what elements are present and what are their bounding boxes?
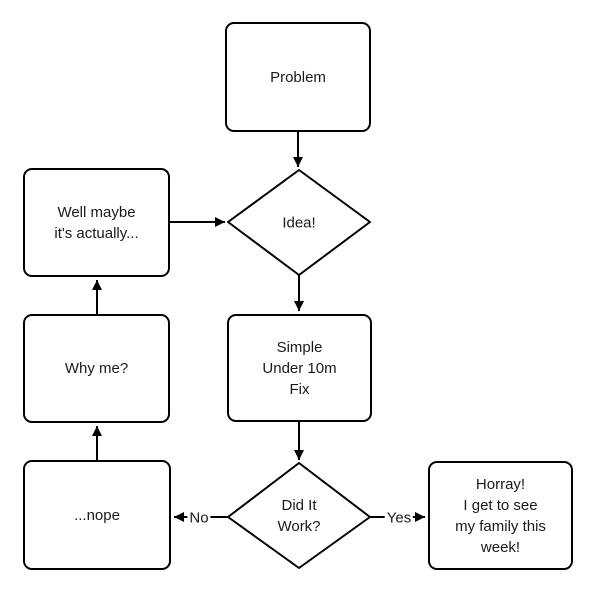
node-problem-label: Problem <box>270 68 326 86</box>
node-well-maybe-label: Well maybe it's actually... <box>54 203 139 242</box>
node-horray-label: Horray! I get to see my family this week… <box>455 475 546 556</box>
diamond-idea-label: Idea! <box>282 214 316 232</box>
edge-label-no: No <box>187 509 211 527</box>
node-horray: Horray! I get to see my family this week… <box>428 461 573 570</box>
diamond-did-it-work <box>227 462 371 569</box>
edge-label-yes: Yes <box>384 509 414 527</box>
node-simple-fix-label: Simple Under 10m Fix <box>262 338 337 398</box>
node-well-maybe: Well maybe it's actually... <box>23 168 170 277</box>
node-why-me: Why me? <box>23 314 170 423</box>
node-nope: ...nope <box>23 460 171 570</box>
node-nope-label: ...nope <box>74 506 120 524</box>
diamond-did-it-work-label: Did It Work? <box>277 497 321 535</box>
node-simple-fix: Simple Under 10m Fix <box>227 314 372 422</box>
node-why-me-label: Why me? <box>64 360 129 377</box>
node-problem: Problem <box>225 22 371 132</box>
